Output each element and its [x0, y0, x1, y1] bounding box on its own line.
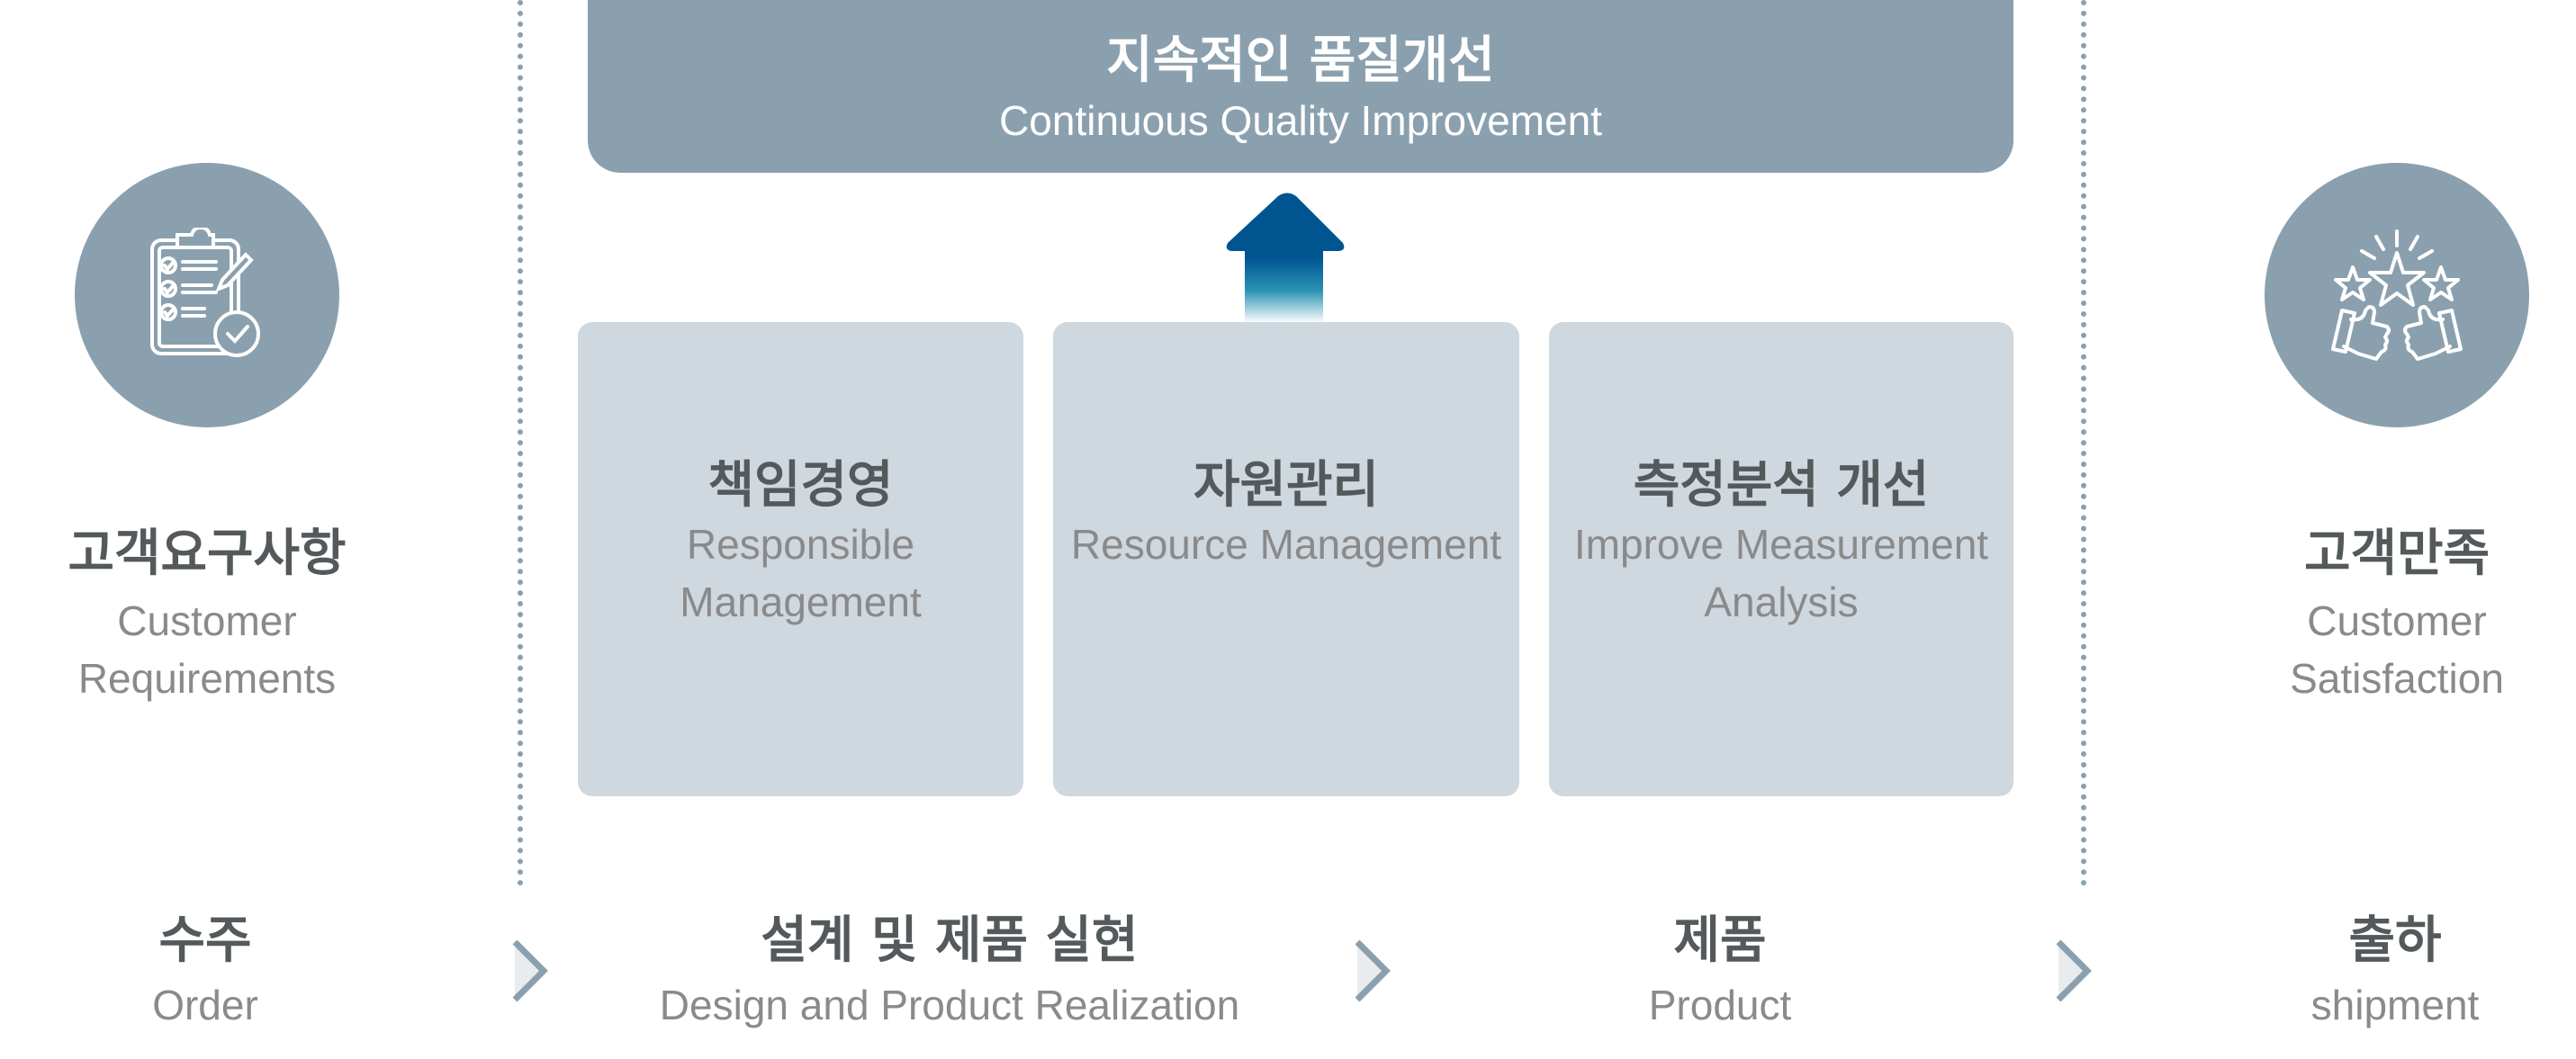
banner-title-en: Continuous Quality Improvement: [999, 97, 1602, 144]
box-title-ko: 자원관리: [1193, 456, 1380, 515]
customer-requirements-title-en: Customer: [117, 597, 297, 644]
box-title-en: Resource Management: [1070, 521, 1502, 569]
up-arrow-icon: [1226, 193, 1345, 323]
thumbs-up-stars-icon: [2331, 229, 2463, 361]
customer-requirements-title-en: Requirements: [77, 655, 337, 702]
box-resource-management: 자원관리 Resource Management: [1053, 322, 1519, 796]
customer-satisfaction-title-ko: 고객만족: [2303, 525, 2490, 583]
divider-right: [2081, 0, 2086, 886]
continuous-improvement-banner: 지속적인 품질개선 Continuous Quality Improvement: [588, 0, 2013, 173]
clipboard-checklist-icon: [150, 228, 260, 357]
step-order-ko: 수주: [158, 911, 252, 970]
divider-left: [518, 0, 523, 886]
step-product-en: Product: [1648, 982, 1792, 1028]
chevron-right-icon: [1355, 940, 1391, 1002]
box-measurement-analysis: 측정분석 개선 Improve Measurement Analysis: [1549, 322, 2013, 796]
customer-satisfaction-title-en: Satisfaction: [2290, 655, 2504, 702]
customer-requirements-title-ko: 고객요구사항: [68, 525, 347, 583]
chevron-right-icon: [2056, 940, 2092, 1002]
box-title-en: Analysis: [1704, 579, 1859, 626]
box-title-en: Improve Measurement: [1573, 521, 1989, 569]
box-title-en: Management: [680, 579, 922, 626]
banner-title-ko: 지속적인 품질개선: [1106, 31, 1495, 90]
customer-satisfaction-circle: [2265, 163, 2529, 427]
step-shipment-ko: 출하: [2348, 911, 2442, 970]
box-title-ko: 책임경영: [707, 456, 894, 515]
box-responsible-management: 책임경영 Responsible Management: [578, 322, 1023, 796]
step-shipment-en: shipment: [2310, 982, 2480, 1028]
customer-satisfaction-title-en: Customer: [2307, 597, 2487, 644]
step-order-en: Order: [152, 982, 258, 1028]
step-design-ko: 설계 및 제품 실현: [761, 911, 1139, 970]
step-design-en: Design and Product Realization: [659, 982, 1240, 1028]
customer-requirements-circle: [75, 163, 339, 427]
step-product-ko: 제품: [1673, 911, 1767, 970]
box-title-en: Responsible: [686, 521, 915, 569]
chevron-right-icon: [512, 940, 548, 1002]
box-title-ko: 측정분석 개선: [1633, 456, 1930, 515]
